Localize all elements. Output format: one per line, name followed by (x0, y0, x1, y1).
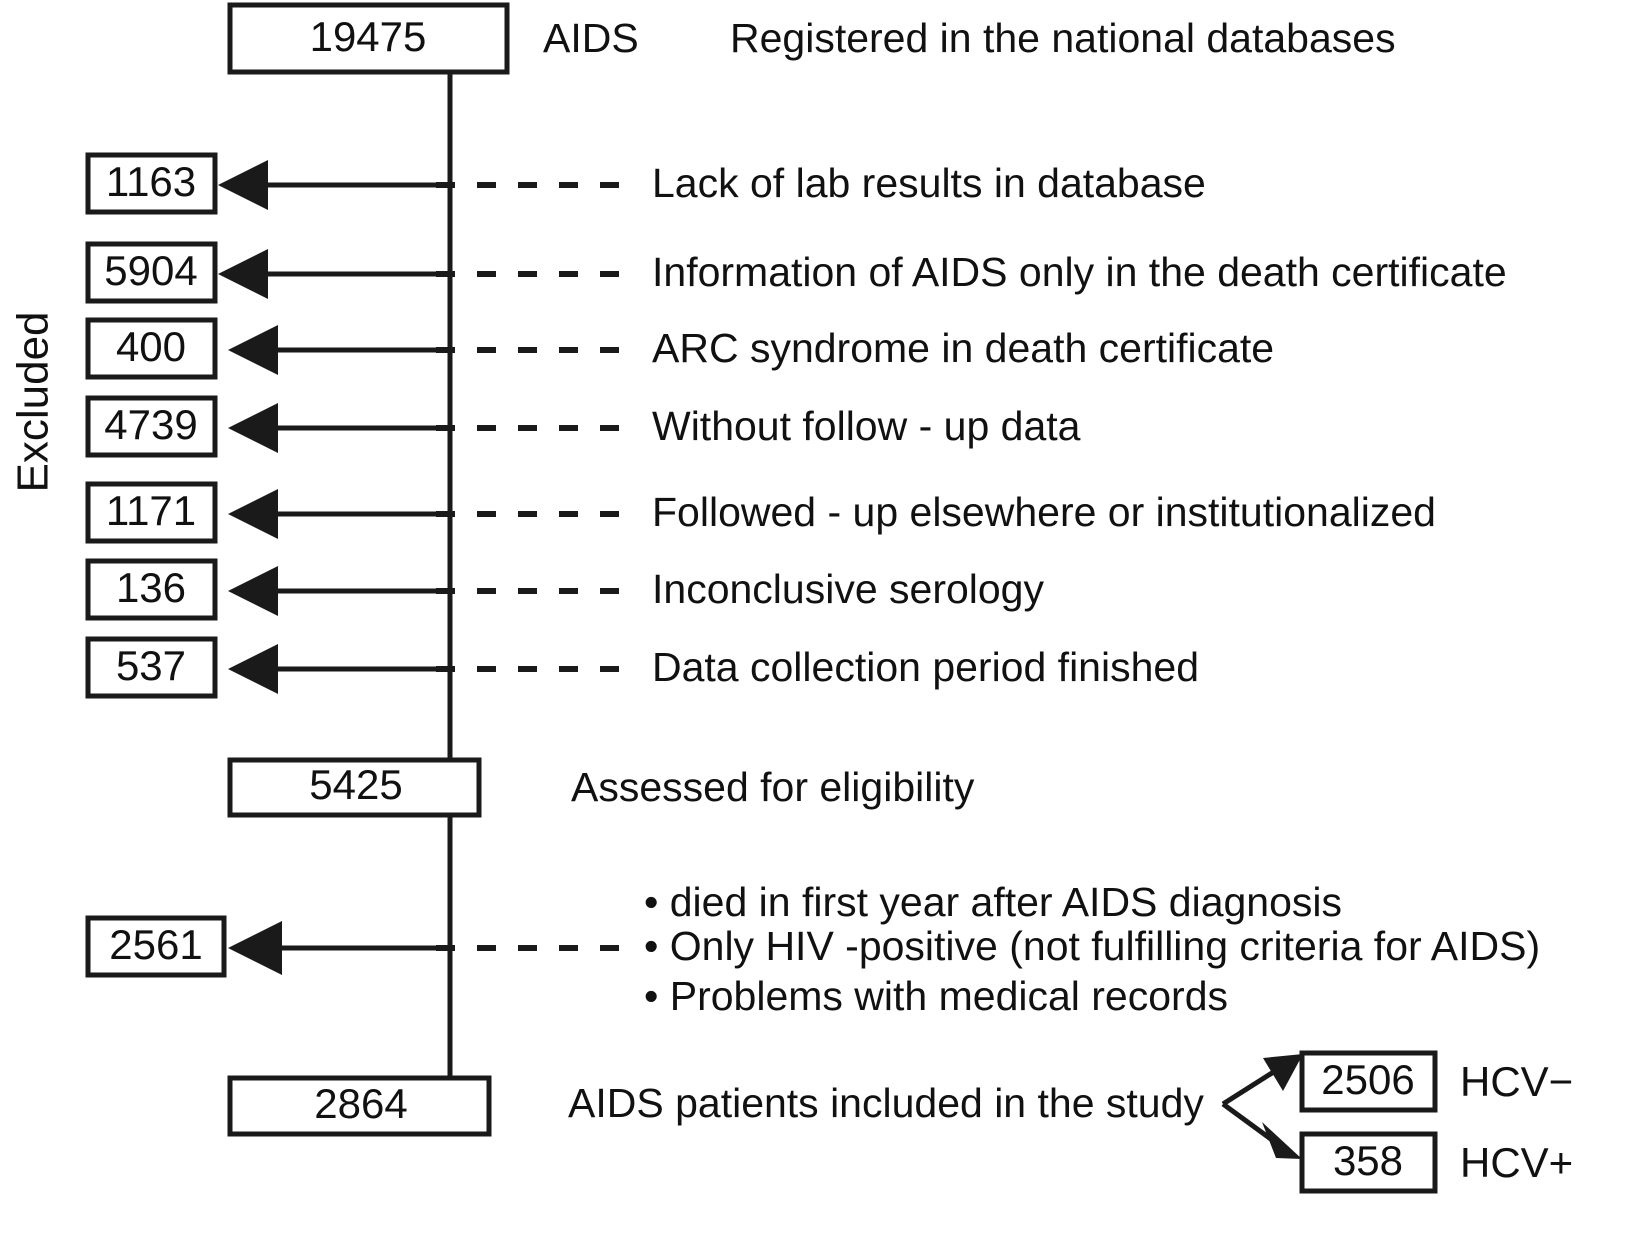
outcome-1-label: HCV+ (1460, 1139, 1573, 1186)
box-excluded-4-count: 1171 (106, 487, 196, 534)
box-excluded-5 (85, 558, 218, 621)
eligibility-box-group: 5425 (227, 757, 482, 818)
box-excluded-4 (85, 481, 218, 544)
exclusion-label-5: Inconclusive serology (652, 566, 1044, 612)
box-excluded-5-count: 136 (116, 564, 186, 611)
exclusion-row: 5904 Information of AIDS only in the dea… (85, 241, 1507, 304)
box-excluded-1-count: 5904 (104, 247, 197, 294)
box-excluded-0 (85, 152, 218, 215)
box-outcome-1-count: 358 (1333, 1137, 1403, 1184)
box-registered-count: 19475 (310, 13, 427, 60)
excluded-side-label-group: Excluded (9, 311, 58, 492)
exclusion-label-1: Information of AIDS only in the death ce… (652, 249, 1507, 295)
arrowhead-0 (218, 160, 268, 210)
top-tag-aids: AIDS (543, 15, 639, 61)
exclusion-label-3: Without follow - up data (652, 403, 1081, 449)
box-registered (227, 2, 510, 75)
arrowhead-hcv-neg (1263, 1054, 1303, 1091)
exclusion-label-2: ARC syndrome in death certificate (652, 325, 1274, 371)
outcome-group-hcv-neg: 2506 HCV− (1299, 1050, 1573, 1113)
box-included (227, 1075, 492, 1137)
outcome-0-label: HCV− (1460, 1058, 1573, 1105)
box-excluded-3-count: 4739 (104, 401, 197, 448)
arrowhead-6 (228, 644, 278, 694)
box-second-exclusion-count: 2561 (109, 921, 202, 968)
box-excluded-2-count: 400 (116, 323, 186, 370)
top-label-registered: Registered in the national databases (730, 15, 1396, 61)
second-exclusion-bullet-1: • Only HIV -positive (not fulfilling cri… (644, 923, 1540, 969)
box-excluded-3 (85, 395, 218, 458)
box-outcome-0 (1299, 1050, 1438, 1113)
box-second-exclusion (85, 915, 227, 978)
exclusion-row: 400 ARC syndrome in death certificate (85, 317, 1274, 380)
outcome-split-arrows (1221, 1054, 1303, 1159)
arrowhead-3 (228, 403, 278, 453)
arrowhead-4 (228, 489, 278, 539)
box-eligibility-count: 5425 (309, 761, 402, 808)
box-excluded-2 (85, 317, 218, 380)
second-exclusion-group: 2561 (85, 915, 640, 978)
included-label: AIDS patients included in the study (568, 1080, 1204, 1126)
exclusion-row: 537 Data collection period finished (85, 636, 1199, 699)
exclusion-row: 1171 Followed - up elsewhere or institut… (85, 481, 1436, 544)
included-box-group: 2864 (227, 1075, 492, 1137)
box-included-count: 2864 (314, 1080, 407, 1127)
second-exclusion-bullet-2: • Problems with medical records (644, 973, 1228, 1019)
exclusion-row: 136 Inconclusive serology (85, 558, 1044, 621)
box-excluded-1 (85, 241, 218, 304)
box-excluded-6-count: 537 (116, 642, 186, 689)
arrowhead-1 (218, 249, 268, 299)
box-outcome-1 (1299, 1131, 1438, 1194)
box-excluded-0-count: 1163 (106, 158, 196, 205)
arrowhead-second (228, 921, 282, 975)
exclusion-row: 1163 Lack of lab results in database (85, 152, 1206, 215)
second-exclusion-bullet-0: • died in first year after AIDS diagnosi… (644, 879, 1342, 925)
top-box-group: 19475 (227, 2, 510, 75)
eligibility-label: Assessed for eligibility (571, 764, 975, 810)
outcome-group-hcv-pos: 358 HCV+ (1299, 1131, 1573, 1194)
exclusion-label-4: Followed - up elsewhere or institutional… (652, 489, 1436, 535)
arrowhead-hcv-pos (1262, 1122, 1302, 1159)
box-eligibility (227, 757, 482, 818)
exclusion-label-0: Lack of lab results in database (652, 160, 1206, 206)
excluded-side-label: Excluded (9, 311, 58, 492)
exclusion-row: 4739 Without follow - up data (85, 395, 1081, 458)
box-outcome-0-count: 2506 (1321, 1056, 1414, 1103)
arrowhead-5 (228, 566, 278, 616)
arrowhead-2 (228, 325, 278, 375)
exclusion-label-6: Data collection period finished (652, 644, 1199, 690)
box-excluded-6 (85, 636, 218, 699)
